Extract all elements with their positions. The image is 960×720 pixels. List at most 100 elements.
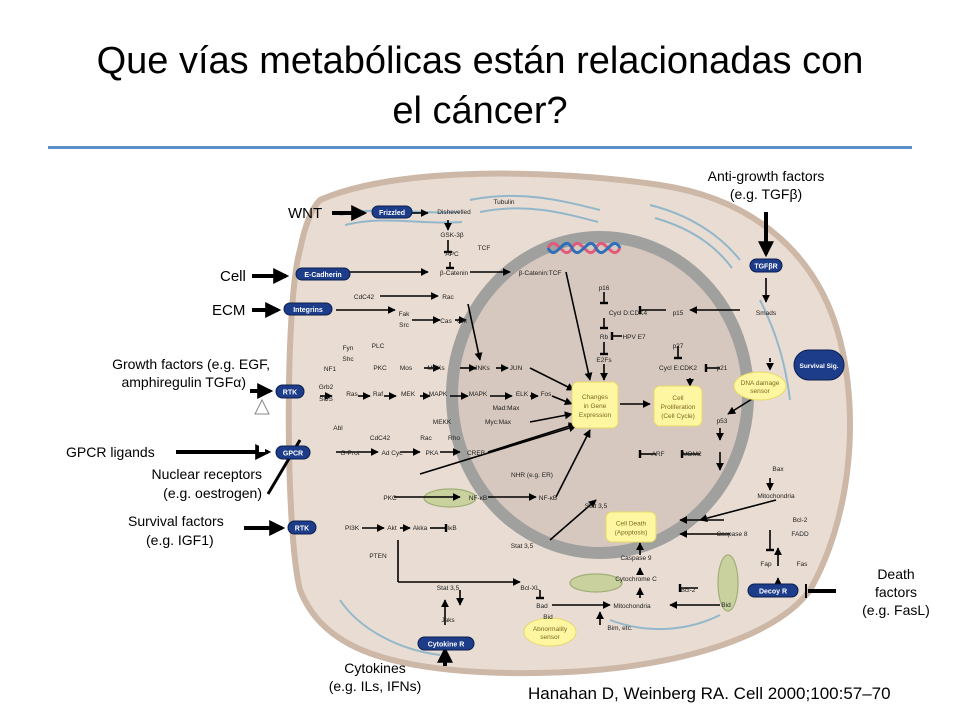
receptor-e-cadherin-shape [295, 267, 351, 281]
label-cytokines-1: Cytokines [344, 660, 406, 676]
gene-expression-box [571, 381, 619, 429]
node-stat35-a: Stat 3,5 [585, 503, 608, 510]
node-elk: ELK [516, 391, 529, 398]
node-creb: CREB [467, 450, 485, 457]
label-death-3: (e.g. FasL) [862, 602, 930, 618]
abnormality-sensor-line-1: Abnormality [533, 626, 568, 633]
receptor-decoy-shape [747, 583, 799, 598]
node-jnks: JNKs [474, 365, 490, 372]
node-b-catenin-tcf: β-Catenin:TCF [519, 270, 562, 277]
gene-expression-line-3: Expression [579, 412, 612, 419]
receptor-frizzled: Frizzled [379, 210, 405, 217]
node-mapk: MAPK [429, 391, 448, 398]
receptor-cytokine-r-shape [417, 636, 475, 651]
dna-damage-sensor-line-1: DNA damage [741, 380, 780, 387]
cell-proliferation-line-1: Cell [672, 395, 684, 402]
node-caspase9: Caspase 9 [620, 555, 651, 562]
node-b-catenin: β-Catenin [440, 270, 469, 277]
node-fadd: FADD [791, 531, 809, 538]
label-nuclear-receptors-2: (e.g. oestrogen) [163, 485, 262, 501]
label-cytokines-2: (e.g. ILs, IFNs) [328, 678, 422, 694]
node-fos: Fos [541, 391, 553, 398]
cell-death-line-2: (Apoptosis) [615, 530, 648, 537]
cell-proliferation-line-3: (Cell Cycle) [661, 413, 695, 420]
node-pi3k: PI3K [345, 525, 360, 532]
node-mekk: MEKK [433, 419, 452, 426]
receptor-survival-sig-shape [793, 349, 845, 381]
node-bcl2-low: Bcl-2 [681, 587, 696, 594]
node-bad: Bad [536, 603, 548, 610]
receptor-survival-sig: Survival Sig. [799, 363, 838, 370]
title-line-2: el cáncer? [392, 90, 568, 132]
receptor-integrins-shape [283, 302, 333, 316]
cell-death-box [605, 511, 657, 543]
node-tcf: TCF [478, 245, 491, 252]
node-bid: Bid [721, 602, 731, 609]
label-wnt: WNT [288, 205, 323, 222]
gene-expression-line-1: Changes [582, 394, 609, 401]
node-bax: Bax [772, 466, 784, 473]
node-bid-low: Bid [543, 614, 553, 621]
node-ras: Ras [346, 391, 358, 398]
receptor-rtk-egf: RTK [283, 390, 297, 397]
label-cell: Cell [220, 268, 246, 285]
receptor-tgfb-r-shape [749, 258, 783, 273]
label-anti-growth-2: (e.g. TGFβ) [729, 186, 803, 202]
node-src: Src [399, 322, 410, 329]
label-ecm: ECM [212, 302, 246, 319]
node-mos: Mos [400, 365, 413, 372]
node-akka: Akka [413, 525, 428, 532]
node-mad-max: Mad:Max [493, 405, 520, 412]
node-gsk3b: GSK-3β [440, 232, 464, 239]
node-caspase8: Caspase 8 [716, 531, 747, 538]
node-plc: PLC [372, 343, 385, 350]
node-mdm2: MDM2 [682, 451, 702, 458]
cell-proliferation-line-2: Proliferation [661, 404, 696, 411]
node-shc: Shc [342, 356, 354, 363]
node-cycd-cdk4: Cycl D:CDK4 [609, 310, 648, 317]
node-cdc42-top: CdC42 [354, 294, 375, 301]
node-mitochondria-r: Mitochondria [757, 493, 795, 500]
node-mkks: MKKs [427, 365, 445, 372]
dna-damage-sensor-shape [733, 371, 787, 401]
node-rac-top: Rac [442, 294, 454, 301]
node-jun: JUN [510, 365, 523, 372]
node-cytochrome-c: Cytochrome C [615, 576, 657, 583]
node-p21: p21 [717, 365, 728, 372]
node-fak: Fak [399, 311, 411, 318]
node-mapk2: MAPK [469, 391, 488, 398]
receptor-tgfb-r: TGFβR [754, 264, 777, 271]
node-jaks: Jaks [441, 617, 455, 624]
node-pka: PKA [425, 450, 439, 457]
mitochondria-shapes [423, 488, 739, 612]
receptor-decoy: Decoy R [759, 589, 787, 596]
node-akt: Akt [387, 525, 397, 532]
node-pkc-low: PKC [383, 495, 397, 502]
node-mitochondria-low: Mitochondria [613, 603, 651, 610]
cell-death-line-1: Cell Death [616, 521, 647, 528]
node-bclxl: Bcl-XL [520, 585, 540, 592]
dna-helix-icon [546, 241, 622, 255]
node-nfkb: NF-κB [469, 495, 487, 502]
node-bcl2-r: Bcl-2 [793, 517, 808, 524]
node-fas: Fas [797, 561, 809, 568]
node-pten: PTEN [369, 553, 387, 560]
node-pkc-mid: PKC [373, 365, 387, 372]
abnormality-sensor-line-2: sensor [540, 634, 560, 641]
node-ikb: IκB [447, 525, 456, 532]
node-apc: APC [445, 251, 459, 258]
label-gpcr-ligands: GPCR ligands [66, 444, 155, 460]
pathway-nodes: FrizzledE-CadherinIntegrinsRTKGPCRRTKCyt… [275, 199, 845, 651]
node-sos: SOS [319, 396, 333, 403]
receptor-e-cadherin: E-Cadherin [304, 272, 341, 279]
label-death-1: Death [877, 566, 915, 582]
node-arf: ARF [652, 451, 665, 458]
gene-expression-line-2: in Gene [584, 403, 607, 410]
node-raf: Raf [373, 391, 383, 398]
node-cdc42-low: CdC42 [370, 435, 391, 442]
receptor-integrins: Integrins [293, 307, 323, 314]
node-p27: p27 [673, 343, 684, 350]
receptor-rtk-shape [287, 520, 317, 535]
input-arrows [176, 205, 836, 666]
node-e2fs: E2Fs [596, 357, 612, 364]
